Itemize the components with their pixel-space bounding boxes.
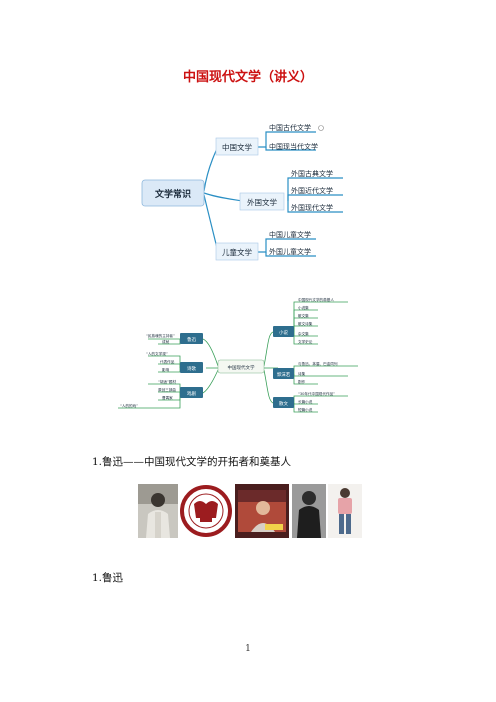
branch-node	[273, 397, 294, 408]
branch-node	[215, 242, 259, 261]
photo-historic	[292, 484, 326, 538]
photo-fashion	[328, 484, 362, 538]
section-heading: 1.鲁迅	[92, 572, 124, 584]
leaf-label: 中国现当代文学	[269, 142, 318, 151]
section-heading: 1.鲁迅——中国现代文学的开拓者和奠基人	[92, 456, 292, 468]
leaf-label: 散文集	[298, 313, 309, 318]
branch-label: 诗歌	[187, 365, 196, 372]
branch-label: 鲁迅	[187, 336, 196, 343]
leaf-label: 小说集	[298, 305, 309, 310]
leaf-label: 影响	[162, 367, 170, 372]
leaf-label: 中国儿童文学	[269, 230, 311, 239]
branch-label: 郭沫若	[277, 371, 291, 378]
branch-label: 小说	[279, 329, 288, 336]
leaf-label: 曹禺家	[162, 395, 173, 400]
leaf-label: 散文诗集	[298, 321, 313, 326]
branch-label: 儿童文学	[222, 247, 252, 257]
branch-node	[273, 326, 294, 337]
leaf-label: 中国现代文学的奠基人	[298, 297, 334, 302]
leaf-label: 代表作品	[160, 359, 175, 364]
leaf-label: 剧作	[298, 379, 306, 384]
leaf-label: 文学史论	[298, 339, 313, 344]
leaf-label: “胡适”题材	[158, 379, 177, 384]
leaf-label: 短篇小说	[298, 407, 313, 412]
photo-portrait	[138, 484, 178, 538]
leaf-label: 原创三部曲	[158, 387, 176, 392]
leaf-label: 中国古代文学	[269, 123, 311, 132]
branch-label: 散文	[279, 400, 288, 407]
leaf-label: “人的的戏”	[120, 403, 138, 408]
branch-node	[180, 362, 203, 373]
branch-label: 中国文学	[222, 142, 252, 152]
branch-label: 戏剧	[187, 390, 196, 397]
expand-icon	[318, 125, 324, 131]
leaf-label: 外国近代文学	[291, 186, 333, 195]
page-number: 1	[245, 644, 251, 654]
tv-still-image	[235, 484, 289, 538]
root-node-label: 文学常识	[154, 188, 191, 200]
university-seal-image	[180, 484, 232, 538]
document-title: 中国现代文学（讲义）	[182, 70, 313, 85]
literature-overview-mindmap: 文学常识 中国文学 外国文学 儿童文学 中国古代文学 中国现当代文学 外国古典文…	[141, 123, 343, 261]
leaf-label: “民族魂的主持者”	[146, 333, 175, 338]
leaf-label: 长篇小说	[298, 399, 313, 404]
modern-literature-mindmap: 中国现代文学 鲁迅 诗歌 戏剧 小说 郭沫若 散文 “民族魂的主持者” 成就 “…	[118, 297, 358, 413]
leaf-label: 外国现代文学	[291, 203, 333, 212]
center-node	[217, 359, 265, 374]
leaf-label: 与鲁迅、茅盾、巴金同列	[298, 361, 338, 366]
leaf-label: 诗集	[298, 371, 306, 376]
leaf-label: 杂文集	[298, 331, 309, 336]
leaf-label: 外国儿童文学	[269, 247, 311, 256]
leaf-label: “人的文学观”	[146, 351, 168, 356]
leaf-label: “30年代中国现代作品”	[298, 391, 335, 396]
branch-node	[180, 387, 203, 398]
branch-node	[215, 137, 259, 156]
leaf-label: 成就	[162, 339, 170, 344]
branch-node	[180, 333, 203, 344]
leaf-label: 外国古典文学	[291, 169, 333, 178]
root-node	[141, 179, 205, 207]
branch-node	[239, 192, 285, 211]
branch-label: 外国文学	[247, 197, 277, 207]
center-node-label: 中国现代文学	[228, 364, 255, 371]
branch-node	[273, 368, 294, 379]
